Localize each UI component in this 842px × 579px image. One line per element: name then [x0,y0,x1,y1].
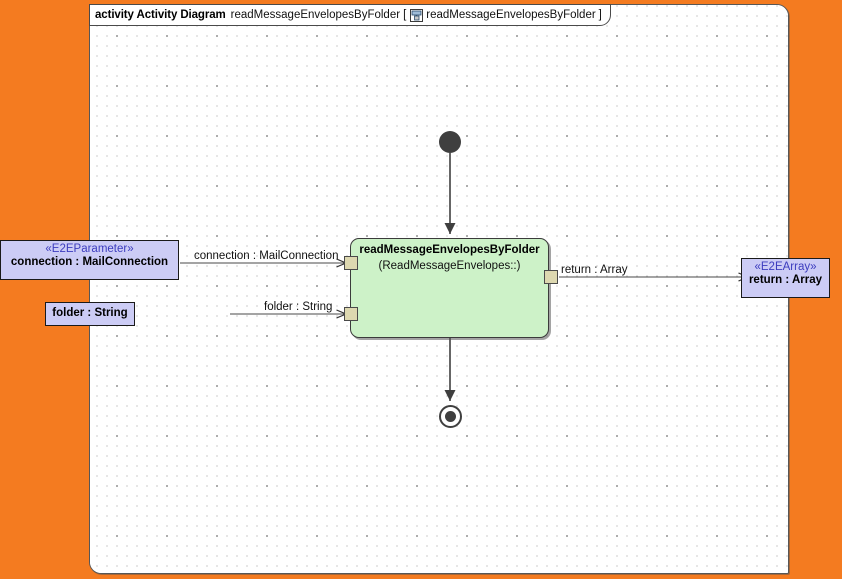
pin-return-out[interactable] [544,270,558,284]
edge-label-return: return : Array [561,264,628,276]
edge-label-folder: folder : String [264,301,333,313]
parameter-name: connection : MailConnection [10,256,169,269]
frame-name: readMessageEnvelopesByFolder [230,9,401,21]
frame-bracket-close: ] [598,9,602,21]
activity-node[interactable]: readMessageEnvelopesByFolder (ReadMessag… [350,238,549,338]
activity-final-node[interactable] [439,405,462,428]
activity-node-title: readMessageEnvelopesByFolder [359,244,540,256]
initial-node[interactable] [439,131,461,153]
pin-folder-in[interactable] [344,307,358,321]
parameter-node-connection[interactable]: «E2EParameter» connection : MailConnecti… [0,240,179,280]
parameter-node-folder[interactable]: folder : String [45,302,135,326]
frame-bracket-open: [ [403,9,407,21]
parameter-name: folder : String [52,306,128,319]
frame-keyword: activity Activity Diagram [95,9,226,21]
frame-qualified-name: readMessageEnvelopesByFolder [426,9,596,21]
parameter-name: return : Array [748,274,823,287]
parameter-stereotype: «E2EParameter» [45,243,134,255]
parameter-stereotype: «E2EArray» [754,261,817,273]
activity-node-subtitle: (ReadMessageEnvelopes::) [378,259,521,272]
edge-label-connection: connection : MailConnection [194,250,339,262]
pin-connection-in[interactable] [344,256,358,270]
frame-title-tab[interactable]: activity Activity Diagram readMessageEnv… [89,4,611,26]
activity-diagram-icon [410,8,424,22]
parameter-node-return[interactable]: «E2EArray» return : Array [741,258,830,298]
activity-diagram-frame[interactable]: connection : MailConnection folder : Str… [89,4,789,574]
